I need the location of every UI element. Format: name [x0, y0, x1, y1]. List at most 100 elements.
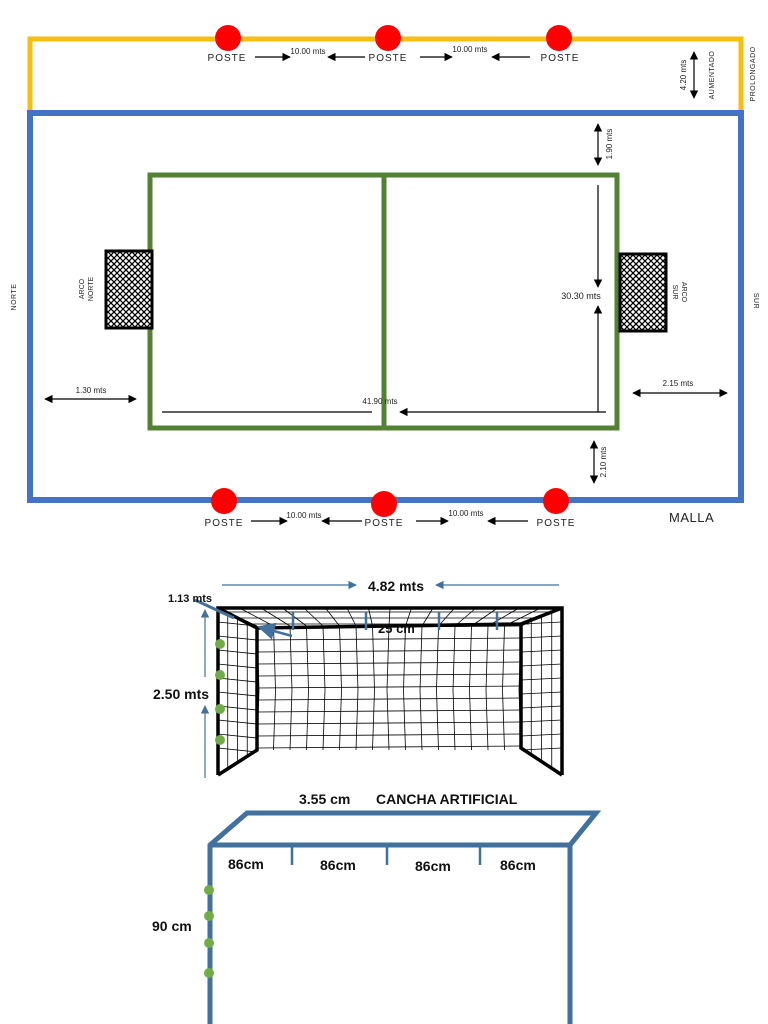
post-marker: [546, 25, 572, 51]
net-strand: [469, 689, 472, 751]
net-strand: [520, 719, 563, 723]
post-label: POSTE: [537, 518, 576, 529]
net-strand: [403, 625, 406, 691]
segment-label: 86cm: [415, 858, 451, 874]
net-anchor-dot: [215, 670, 225, 680]
net-strand: [520, 705, 563, 709]
malla-label: MALLA: [669, 510, 714, 525]
net-anchor-dot: [215, 639, 225, 649]
net-strand: [273, 625, 276, 691]
goal-width-label: 4.82 mts: [368, 578, 424, 594]
gap-label: 10.00 mts: [290, 47, 325, 56]
post-marker: [215, 25, 241, 51]
post-marker: [375, 25, 401, 51]
arco-norte-label: ARCO: [79, 278, 86, 299]
net-strand: [256, 661, 522, 665]
net-strand: [346, 607, 357, 627]
net-strand: [520, 649, 563, 653]
spacing-pointer: [257, 622, 293, 640]
net-strand: [520, 691, 563, 695]
net-strand: [454, 607, 477, 627]
net-strand: [217, 747, 258, 753]
aumentado-label: AUMENTADO: [709, 51, 716, 100]
net-strand: [403, 689, 406, 751]
field-plan: POSTE POSTE POSTE 10.00 mts 10.00 mts PO…: [11, 25, 759, 529]
net-strand: [355, 625, 359, 691]
net-strand: [438, 607, 455, 627]
net-strand: [217, 677, 258, 683]
net-strand: [273, 689, 276, 751]
net-strand: [217, 733, 258, 739]
net-strand: [256, 733, 522, 737]
net-strand: [502, 689, 505, 751]
net-strand: [256, 745, 522, 749]
net-strand: [256, 673, 522, 677]
net-strand: [372, 689, 375, 751]
net-strand: [325, 607, 340, 627]
segment-label: 86cm: [500, 857, 536, 873]
net-anchor-dot: [215, 735, 225, 745]
bottom-margin-label: 2.10 mts: [599, 447, 608, 478]
net-strand: [452, 625, 456, 691]
net-strand: [306, 689, 309, 751]
goal-3d-view: 4.82 mts 1.13 mts 25 cm 2.50 mts: [153, 578, 564, 778]
net-strand: [306, 625, 309, 691]
top-dimension-label: 3.55 cm: [299, 791, 350, 807]
arco-sur-label: SUR: [671, 285, 678, 300]
arco-norte-label: NORTE: [88, 276, 95, 301]
net-strand: [339, 625, 342, 691]
anchor-dot: [204, 885, 214, 895]
segment-label: 86cm: [320, 857, 356, 873]
gap-label: 10.00 mts: [452, 45, 487, 54]
net-strand: [386, 625, 390, 691]
net-strand: [256, 697, 522, 701]
net-strand: [502, 625, 505, 691]
goal-depth-label: 1.13 mts: [168, 593, 212, 605]
cancha-frame: [207, 810, 602, 1024]
net-strand: [217, 691, 258, 697]
net-strand: [452, 689, 456, 751]
field-width-label: 30.30 mts: [561, 291, 601, 301]
cancha-height-label: 90 cm: [152, 918, 192, 934]
net-strand: [419, 625, 423, 691]
cancha-artificial-title: CANCHA ARTIFICIAL: [376, 791, 518, 807]
post-label: POSTE: [365, 518, 404, 529]
post-label: POSTE: [208, 53, 247, 64]
net-strand: [303, 607, 324, 627]
post-marker: [211, 488, 237, 514]
net-strand: [355, 689, 359, 751]
anchor-dot: [204, 968, 214, 978]
net-strand: [217, 649, 258, 655]
net-strand: [520, 663, 563, 667]
net-strand: [282, 607, 307, 627]
left-margin-label: 1.30 mts: [76, 386, 107, 395]
gap-label: 10.00 mts: [448, 509, 483, 518]
net-strand: [520, 733, 563, 737]
post-label: POSTE: [369, 53, 408, 64]
post-label: POSTE: [205, 518, 244, 529]
net-strand: [520, 635, 563, 639]
net-strand: [520, 621, 563, 625]
top-margin-label: 1.90 mts: [605, 129, 614, 160]
net-strand: [436, 689, 439, 751]
net-strand: [322, 689, 326, 751]
gap-label: 10.00 mts: [286, 511, 321, 520]
segment-label: 86cm: [228, 856, 264, 872]
net-strand: [436, 625, 439, 691]
anchor-dot: [204, 938, 214, 948]
post-marker: [371, 491, 397, 517]
net-strand: [217, 705, 258, 711]
net-strand: [485, 689, 489, 751]
net-strand: [260, 607, 291, 627]
north-goal: [104, 249, 154, 330]
net-strand: [372, 625, 375, 691]
goal-height-label: 2.50 mts: [153, 686, 209, 702]
net-strand: [322, 625, 326, 691]
post-marker: [543, 488, 569, 514]
net-strand: [520, 747, 563, 751]
field-length-label: 41.90 mts: [362, 397, 397, 406]
net-strand: [217, 719, 258, 725]
net-strand: [469, 625, 472, 691]
net-strand: [368, 607, 373, 627]
